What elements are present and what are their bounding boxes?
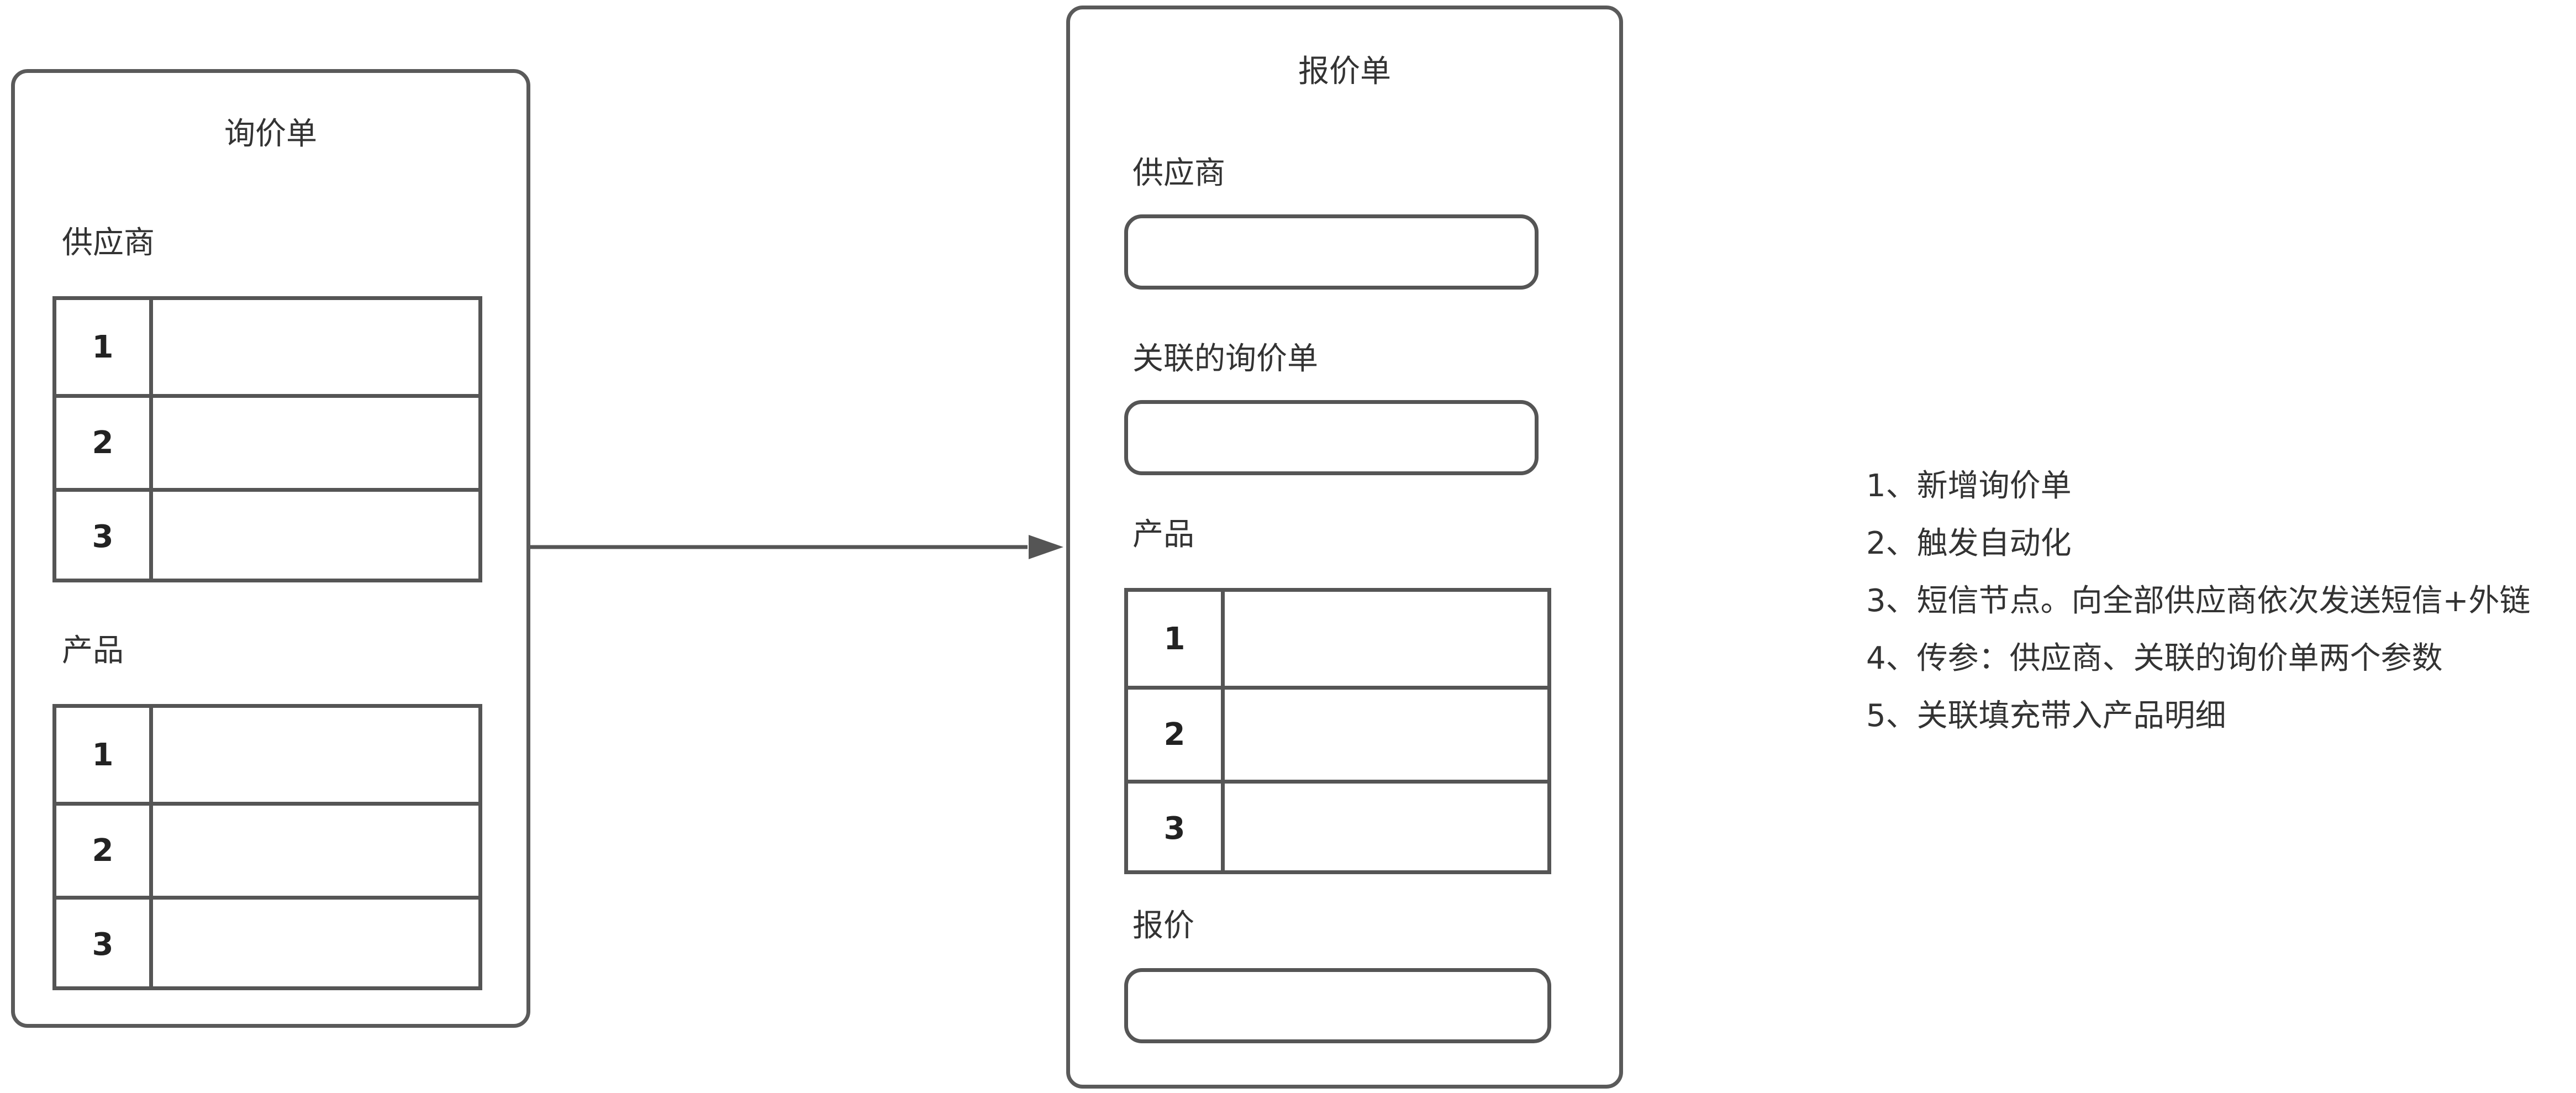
row-index: 2 xyxy=(56,398,153,488)
table-row: 3 xyxy=(1128,780,1547,874)
table-row: 3 xyxy=(56,896,478,990)
quote-supplier-label: 供应商 xyxy=(1132,155,1225,191)
row-index: 1 xyxy=(1128,592,1225,686)
note-item: 2、触发自动化 xyxy=(1866,526,2072,561)
inquiry-product-label: 产品 xyxy=(62,633,124,669)
row-index: 1 xyxy=(56,300,153,394)
quote-price-field[interactable] xyxy=(1124,968,1551,1043)
table-row: 1 xyxy=(56,708,478,802)
note-item: 1、新增询价单 xyxy=(1866,468,2072,504)
row-index: 2 xyxy=(1128,690,1225,780)
row-index: 3 xyxy=(56,900,153,990)
table-row: 1 xyxy=(56,300,478,394)
inquiry-supplier-table: 1 2 3 xyxy=(52,296,482,582)
quote-product-label: 产品 xyxy=(1132,517,1194,553)
related-inquiry-label: 关联的询价单 xyxy=(1132,341,1318,377)
table-row: 2 xyxy=(56,802,478,896)
quote-price-label: 报价 xyxy=(1132,908,1194,944)
note-item: 4、传参：供应商、关联的询价单两个参数 xyxy=(1866,640,2443,676)
inquiry-supplier-label: 供应商 xyxy=(62,225,155,261)
table-row: 3 xyxy=(56,488,478,582)
table-row: 2 xyxy=(1128,686,1547,780)
row-index: 3 xyxy=(1128,784,1225,874)
inquiry-form-title: 询价单 xyxy=(224,116,317,152)
note-item: 5、关联填充带入产品明细 xyxy=(1866,698,2226,734)
related-inquiry-field[interactable] xyxy=(1124,400,1539,475)
quote-product-table: 1 2 3 xyxy=(1124,588,1551,874)
table-row: 2 xyxy=(56,394,478,488)
inquiry-product-table: 1 2 3 xyxy=(52,704,482,990)
quote-form-title: 报价单 xyxy=(1298,54,1391,90)
table-row: 1 xyxy=(1128,592,1547,686)
quote-form-panel xyxy=(1066,6,1623,1089)
supplier-field[interactable] xyxy=(1124,214,1539,290)
row-index: 1 xyxy=(56,708,153,802)
process-notes: 1、新增询价单 2、触发自动化 3、短信节点。向全部供应商依次发送短信+外链 4… xyxy=(1866,458,2531,745)
flow-arrow-head xyxy=(1029,535,1063,559)
row-index: 3 xyxy=(56,492,153,582)
row-index: 2 xyxy=(56,806,153,896)
note-item: 3、短信节点。向全部供应商依次发送短信+外链 xyxy=(1866,583,2531,619)
